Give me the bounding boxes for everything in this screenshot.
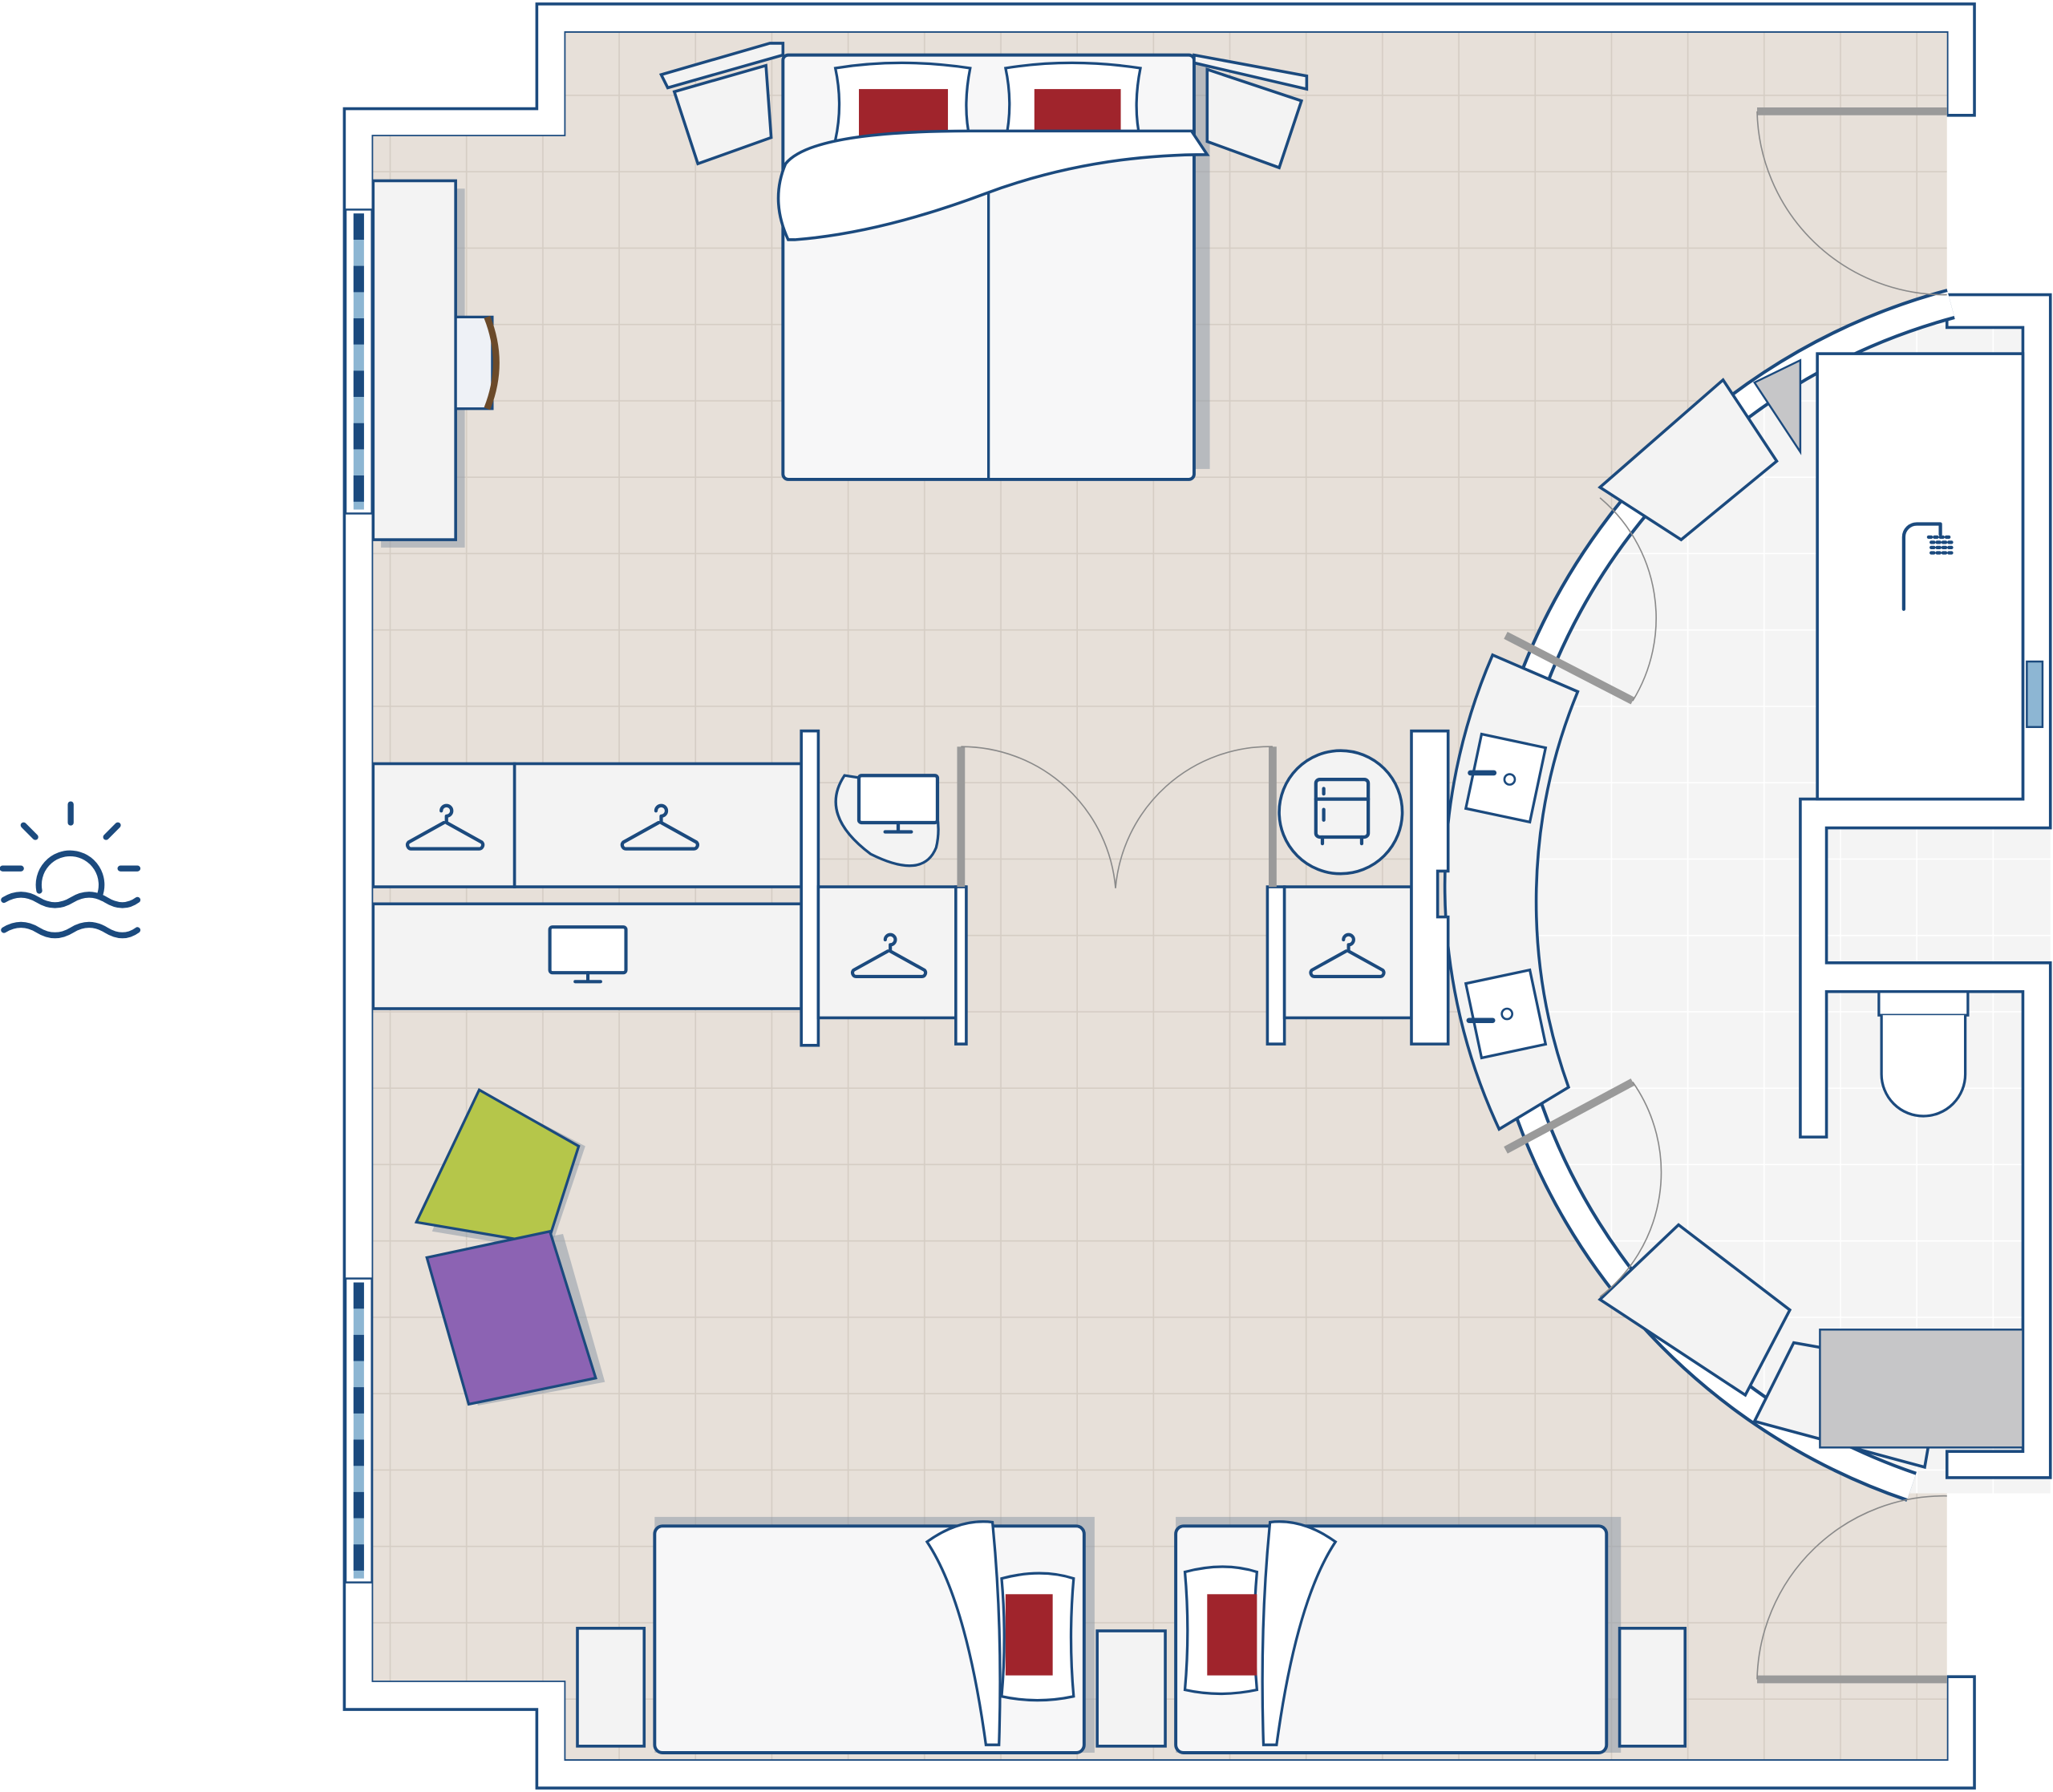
fridge-icon bbox=[1314, 777, 1371, 846]
desk bbox=[371, 179, 457, 541]
bed-duvet-fold bbox=[776, 129, 1210, 241]
sink-icon bbox=[1464, 732, 1548, 824]
storage-grey-top bbox=[1752, 358, 1802, 455]
bathroom-door-upper[interactable] bbox=[1504, 632, 1635, 705]
nightstand bbox=[1618, 1626, 1687, 1748]
desk-chair[interactable] bbox=[454, 315, 494, 411]
cushion-purple[interactable] bbox=[425, 1229, 597, 1406]
fridge-table bbox=[1278, 749, 1404, 876]
shower-icon bbox=[1901, 522, 1954, 611]
bathroom-closet-top bbox=[1597, 378, 1779, 542]
bathroom-door-lower[interactable] bbox=[1504, 1078, 1635, 1154]
monitor-icon bbox=[859, 775, 937, 831]
sink-icon bbox=[1464, 968, 1548, 1060]
bathroom-closet-bottom bbox=[1597, 1223, 1792, 1398]
monitor-icon bbox=[550, 927, 626, 981]
bed-sheet-fold bbox=[925, 1520, 1002, 1746]
storage-grey-bottom bbox=[1819, 1329, 2024, 1449]
nightstand bbox=[672, 63, 773, 166]
bathroom-window bbox=[2026, 660, 2044, 728]
sunrise-over-water-icon bbox=[0, 801, 141, 939]
nightstand bbox=[576, 1626, 646, 1748]
nightstand bbox=[1205, 67, 1304, 170]
wardrobe-middle[interactable] bbox=[512, 762, 803, 888]
bed-sheet-fold bbox=[1261, 1520, 1338, 1746]
wardrobe-left[interactable] bbox=[371, 762, 516, 888]
nightstand bbox=[1095, 1629, 1167, 1748]
shower bbox=[1816, 352, 2025, 801]
room-floor bbox=[373, 32, 1947, 1760]
toilet-icon bbox=[1877, 990, 1970, 1118]
